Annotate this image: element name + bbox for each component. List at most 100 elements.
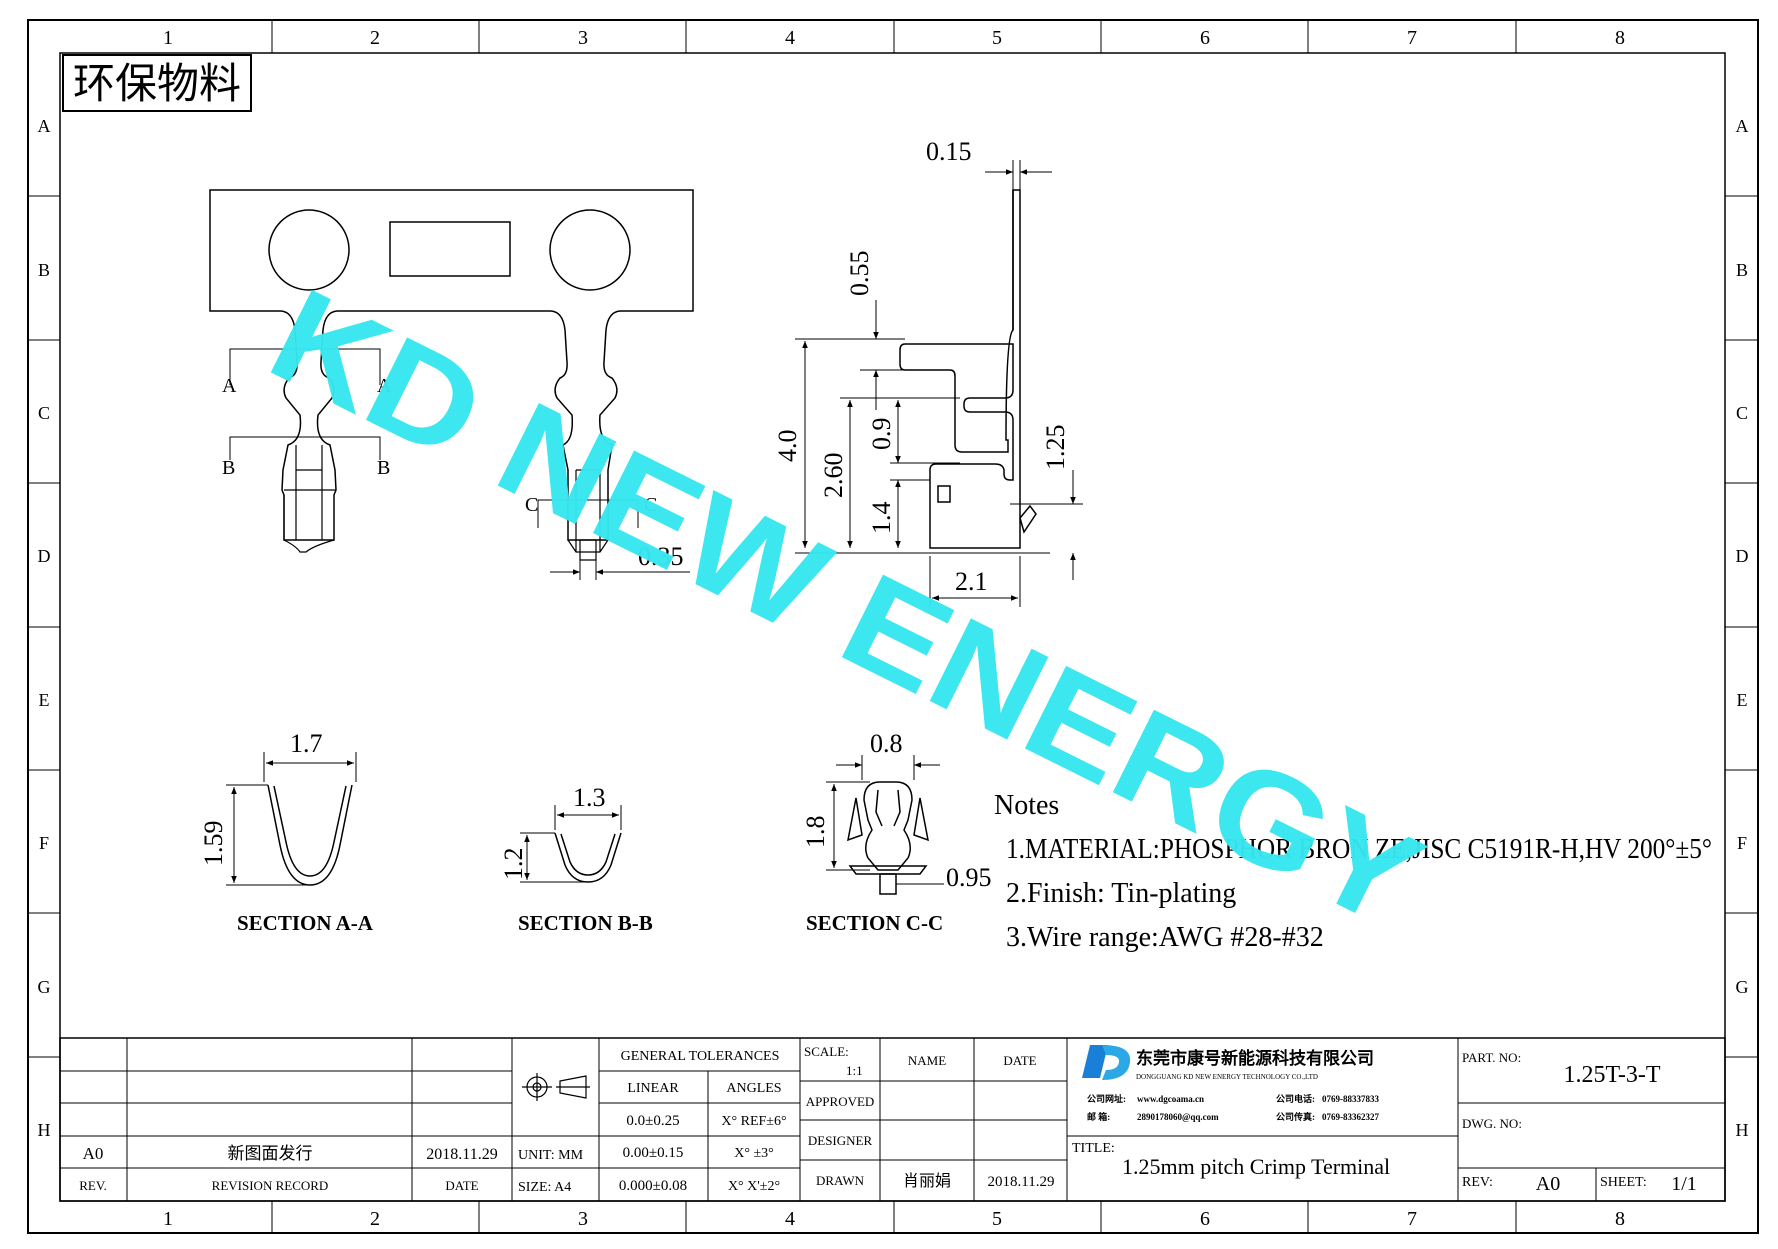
row-label: D — [1736, 546, 1749, 566]
section-b-b-width: 1.3 — [573, 783, 606, 812]
scale-value: 1:1 — [846, 1063, 863, 1078]
section-c-c-height: 1.8 — [801, 816, 830, 849]
col-label: 4 — [785, 27, 795, 49]
dim-slot: 0.9 — [867, 418, 896, 451]
row-label: B — [1736, 260, 1748, 280]
section-a-a-title: SECTION A-A — [237, 911, 374, 935]
terminal-left-details — [283, 445, 336, 553]
sheet-value: 1/1 — [1671, 1173, 1697, 1195]
sheet-label: SHEET: — [1600, 1175, 1647, 1190]
row-label: D — [38, 546, 51, 566]
dim-thickness: 0.15 — [926, 137, 972, 166]
drawing-title: 1.25mm pitch Crimp Terminal — [1122, 1154, 1390, 1179]
note-item: 1.MATERIAL:PHOSPHOR BRON ZE,JISC C5191R-… — [1006, 834, 1712, 865]
strip-window — [389, 221, 511, 277]
row-label: E — [39, 690, 50, 710]
projection-symbol-icon — [522, 1073, 590, 1101]
linear-tol: 0.000±0.08 — [619, 1178, 687, 1194]
part-no: 1.25T-3-T — [1563, 1062, 1660, 1088]
section-a-a-height: 1.59 — [199, 821, 228, 867]
watermark: KD NEW ENERGY — [249, 261, 1443, 957]
header-rev: REV. — [79, 1178, 107, 1193]
col-label: 2 — [370, 27, 380, 49]
col-label: 5 — [992, 1208, 1002, 1230]
section-mark-c-left: C — [525, 494, 538, 516]
frame-row-labels-right: A B C D E F G H — [1736, 116, 1749, 1140]
col-label: 6 — [1200, 27, 1210, 49]
drawn-date: 2018.11.29 — [988, 1174, 1055, 1190]
section-c-c-title: SECTION C-C — [806, 911, 943, 935]
name-label: NAME — [908, 1053, 946, 1068]
section-b-b-title: SECTION B-B — [518, 911, 653, 935]
rev-label: REV: — [1462, 1175, 1493, 1190]
side-slot — [937, 485, 951, 503]
phone: 0769-88337833 — [1322, 1094, 1379, 1104]
col-label: 8 — [1615, 1208, 1625, 1230]
dim-mid: 2.60 — [819, 453, 848, 499]
notes: Notes 1.MATERIAL:PHOSPHOR BRON ZE,JISC C… — [994, 790, 1712, 953]
section-c-c-extra: 0.95 — [946, 863, 992, 892]
website: www.dgcoama.cn — [1137, 1094, 1204, 1104]
scale-label: SCALE: — [804, 1044, 849, 1059]
row-label: F — [1737, 833, 1747, 853]
unit-label: UNIT: MM — [518, 1148, 584, 1163]
email-label: 邮 箱: — [1087, 1111, 1110, 1122]
linear-tol: 0.00±0.15 — [623, 1145, 684, 1161]
company-name-cn: 东莞市康号新能源科技有限公司 — [1136, 1048, 1374, 1068]
company-name-en: DONGGUANG KD NEW ENERGY TECHNOLOGY CO.,L… — [1136, 1073, 1318, 1081]
row-label: G — [1736, 977, 1749, 997]
section-a-a — [226, 752, 357, 886]
section-labels: 1.7 1.59 SECTION A-A 1.3 1.2 SECTION B-B… — [199, 729, 992, 935]
terminal-profile — [899, 189, 1021, 549]
side-view-dim-labels: 0.15 0.55 4.0 2.60 0.9 1.4 1.25 2.1 — [773, 137, 1070, 596]
dim-lance: 1.25 — [1041, 425, 1070, 471]
section-b-b — [520, 805, 622, 883]
title-label: TITLE: — [1072, 1141, 1115, 1156]
col-label: 2 — [370, 1208, 380, 1230]
row-label: A — [38, 116, 51, 136]
section-b-b-height: 1.2 — [499, 848, 528, 881]
rev-value: A0 — [1536, 1173, 1560, 1195]
row-label: C — [1736, 403, 1748, 423]
row-label: A — [1736, 116, 1749, 136]
revision-rev: A0 — [83, 1144, 104, 1163]
section-mark-b-left: B — [222, 457, 235, 479]
note-item: 3.Wire range:AWG #28-#32 — [1006, 922, 1324, 953]
angles-label: ANGLES — [726, 1081, 781, 1096]
designer-label: DESIGNER — [808, 1133, 873, 1148]
row-label: G — [38, 977, 51, 997]
header-record: REVISION RECORD — [212, 1178, 329, 1193]
date-label: DATE — [1003, 1053, 1036, 1068]
col-label: 7 — [1407, 27, 1417, 49]
pilot-hole-right — [549, 209, 631, 291]
linear-label: LINEAR — [627, 1081, 679, 1096]
header-date: DATE — [445, 1178, 478, 1193]
side-view-dimensions — [795, 160, 1083, 607]
section-mark-a-right: A — [377, 375, 392, 397]
fax-label: 公司传真: — [1276, 1111, 1315, 1122]
top-view-labels: A A B B C C 0.35 — [222, 375, 684, 571]
frame-column-labels-bottom: 1 2 3 4 5 6 7 8 — [163, 1208, 1625, 1230]
carrier-strip — [209, 189, 694, 541]
frame-column-labels-top: 1 2 3 4 5 6 7 8 — [163, 27, 1625, 49]
row-label: F — [39, 833, 49, 853]
section-mark-c-right: C — [644, 494, 657, 516]
angle-tol: X° X'±2° — [728, 1179, 780, 1194]
col-label: 7 — [1407, 1208, 1417, 1230]
company-logo-icon — [1082, 1045, 1131, 1080]
col-label: 8 — [1615, 27, 1625, 49]
company-contacts: 公司网址: www.dgcoama.cn 公司电话: 0769-88337833… — [1087, 1093, 1379, 1122]
col-label: 4 — [785, 1208, 795, 1230]
angle-tol: X° ±3° — [734, 1146, 774, 1161]
pilot-hole-left — [268, 209, 350, 291]
col-label: 1 — [163, 1208, 173, 1230]
notes-title: Notes — [994, 790, 1059, 821]
email: 2890178060@qq.com — [1137, 1112, 1219, 1122]
section-c-c — [826, 755, 944, 895]
frame-row-labels-left: A B C D E F G H — [38, 116, 51, 1140]
section-mark-a-left: A — [222, 375, 237, 397]
dim-total: 4.0 — [773, 430, 802, 463]
website-label: 公司网址: — [1087, 1093, 1126, 1104]
row-label: B — [38, 260, 50, 280]
